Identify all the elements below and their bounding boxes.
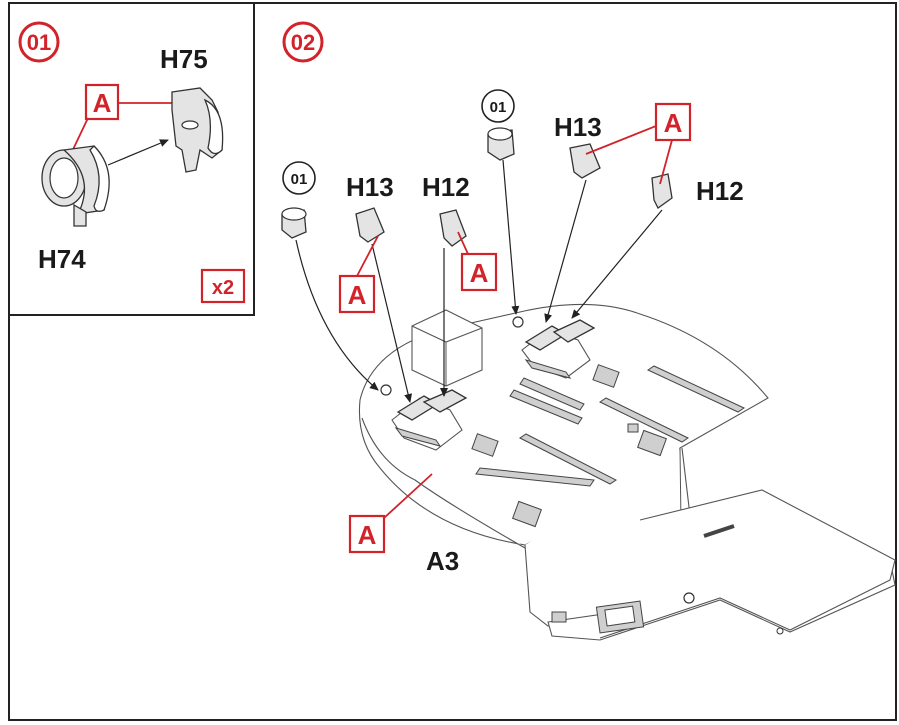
marker-leader <box>356 235 379 277</box>
marker-leader <box>659 139 673 185</box>
outer-border <box>8 2 897 721</box>
marker-a-mid-box <box>460 252 498 292</box>
h74-part <box>41 145 110 227</box>
step-ref-bubble-right <box>481 89 515 123</box>
step-ref-bubble-left <box>282 161 316 195</box>
part-label-h12-right: H12 <box>696 176 744 206</box>
a3-base-plate <box>358 303 896 641</box>
marker-a-top: A <box>664 108 683 138</box>
h13-right-part <box>569 143 601 179</box>
part-label-h74: H74 <box>38 244 86 274</box>
marker-leader <box>585 125 657 155</box>
marker-a-top-box <box>654 102 692 142</box>
quantity-label: x2 <box>212 277 234 299</box>
part-label-h75: H75 <box>160 44 208 74</box>
marker-a-box <box>84 83 120 121</box>
step-01: 01 H75 H74 A x2 <box>18 21 246 304</box>
step-02: 02 <box>281 21 896 641</box>
marker-a: A <box>93 88 112 118</box>
marker-a-bottom-box <box>348 514 386 554</box>
h13-left-part <box>355 207 385 243</box>
part-label-h13-left: H13 <box>346 172 394 202</box>
step-ref-left: 01 <box>291 171 308 188</box>
marker-leader <box>383 473 433 519</box>
part-label-a3: A3 <box>426 546 459 576</box>
step-02-badge <box>282 21 324 63</box>
part-label-h13-right: H13 <box>554 112 602 142</box>
leader-01-left <box>295 239 379 391</box>
marker-leader <box>457 231 469 255</box>
marker-a-left-box <box>338 274 376 314</box>
h12-right-part <box>651 173 673 209</box>
bushing-01-right <box>487 127 515 161</box>
marker-a-left: A <box>348 280 367 310</box>
leader-01-right <box>502 159 520 315</box>
assembly-arrow <box>107 139 169 166</box>
marker-a-mid: A <box>470 258 489 288</box>
step-ref-right: 01 <box>490 99 507 116</box>
bushing-01-left <box>281 207 307 239</box>
step-02-number: 02 <box>291 30 315 55</box>
leader-h13-left <box>371 243 413 403</box>
step-01-number: 01 <box>27 30 51 55</box>
step-01-badge <box>18 21 60 63</box>
marker-a-bottom: A <box>358 520 377 550</box>
h75-part <box>171 87 224 173</box>
quantity-box <box>200 268 246 304</box>
step-01-panel <box>8 2 255 316</box>
leader-h12-right <box>571 209 663 319</box>
part-label-h12-left: H12 <box>422 172 470 202</box>
leader-h13-right <box>544 179 587 323</box>
